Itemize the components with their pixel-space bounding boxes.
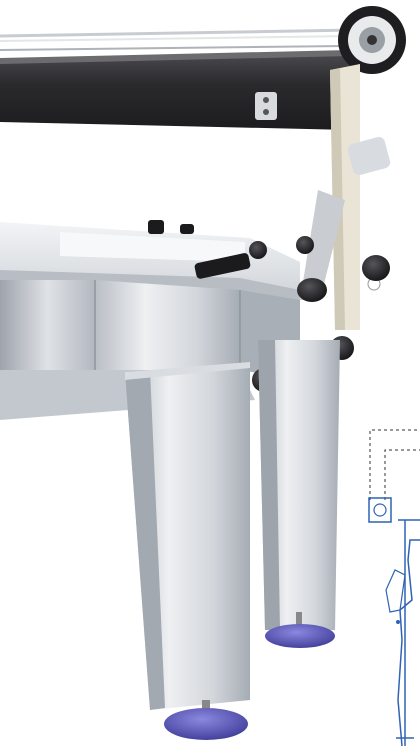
front-leg [125, 362, 250, 740]
rear-leg [258, 340, 340, 648]
knob-icon [148, 220, 164, 234]
knob-icon [180, 224, 194, 234]
top-rails [0, 28, 356, 51]
leveling-foot-icon [164, 708, 248, 740]
conveyor-roller-icon [338, 6, 406, 74]
knob-icon [296, 236, 314, 254]
knob-icon [249, 241, 267, 259]
conveyor-table [0, 222, 300, 420]
upright-arm [300, 64, 391, 330]
knob-icon [297, 278, 327, 302]
overhead-beam [0, 50, 350, 130]
blueprint-drawing-icon [368, 429, 420, 746]
leveling-foot-icon [265, 624, 335, 648]
switch-plate-icon [255, 92, 277, 120]
knob-icon [362, 255, 390, 281]
